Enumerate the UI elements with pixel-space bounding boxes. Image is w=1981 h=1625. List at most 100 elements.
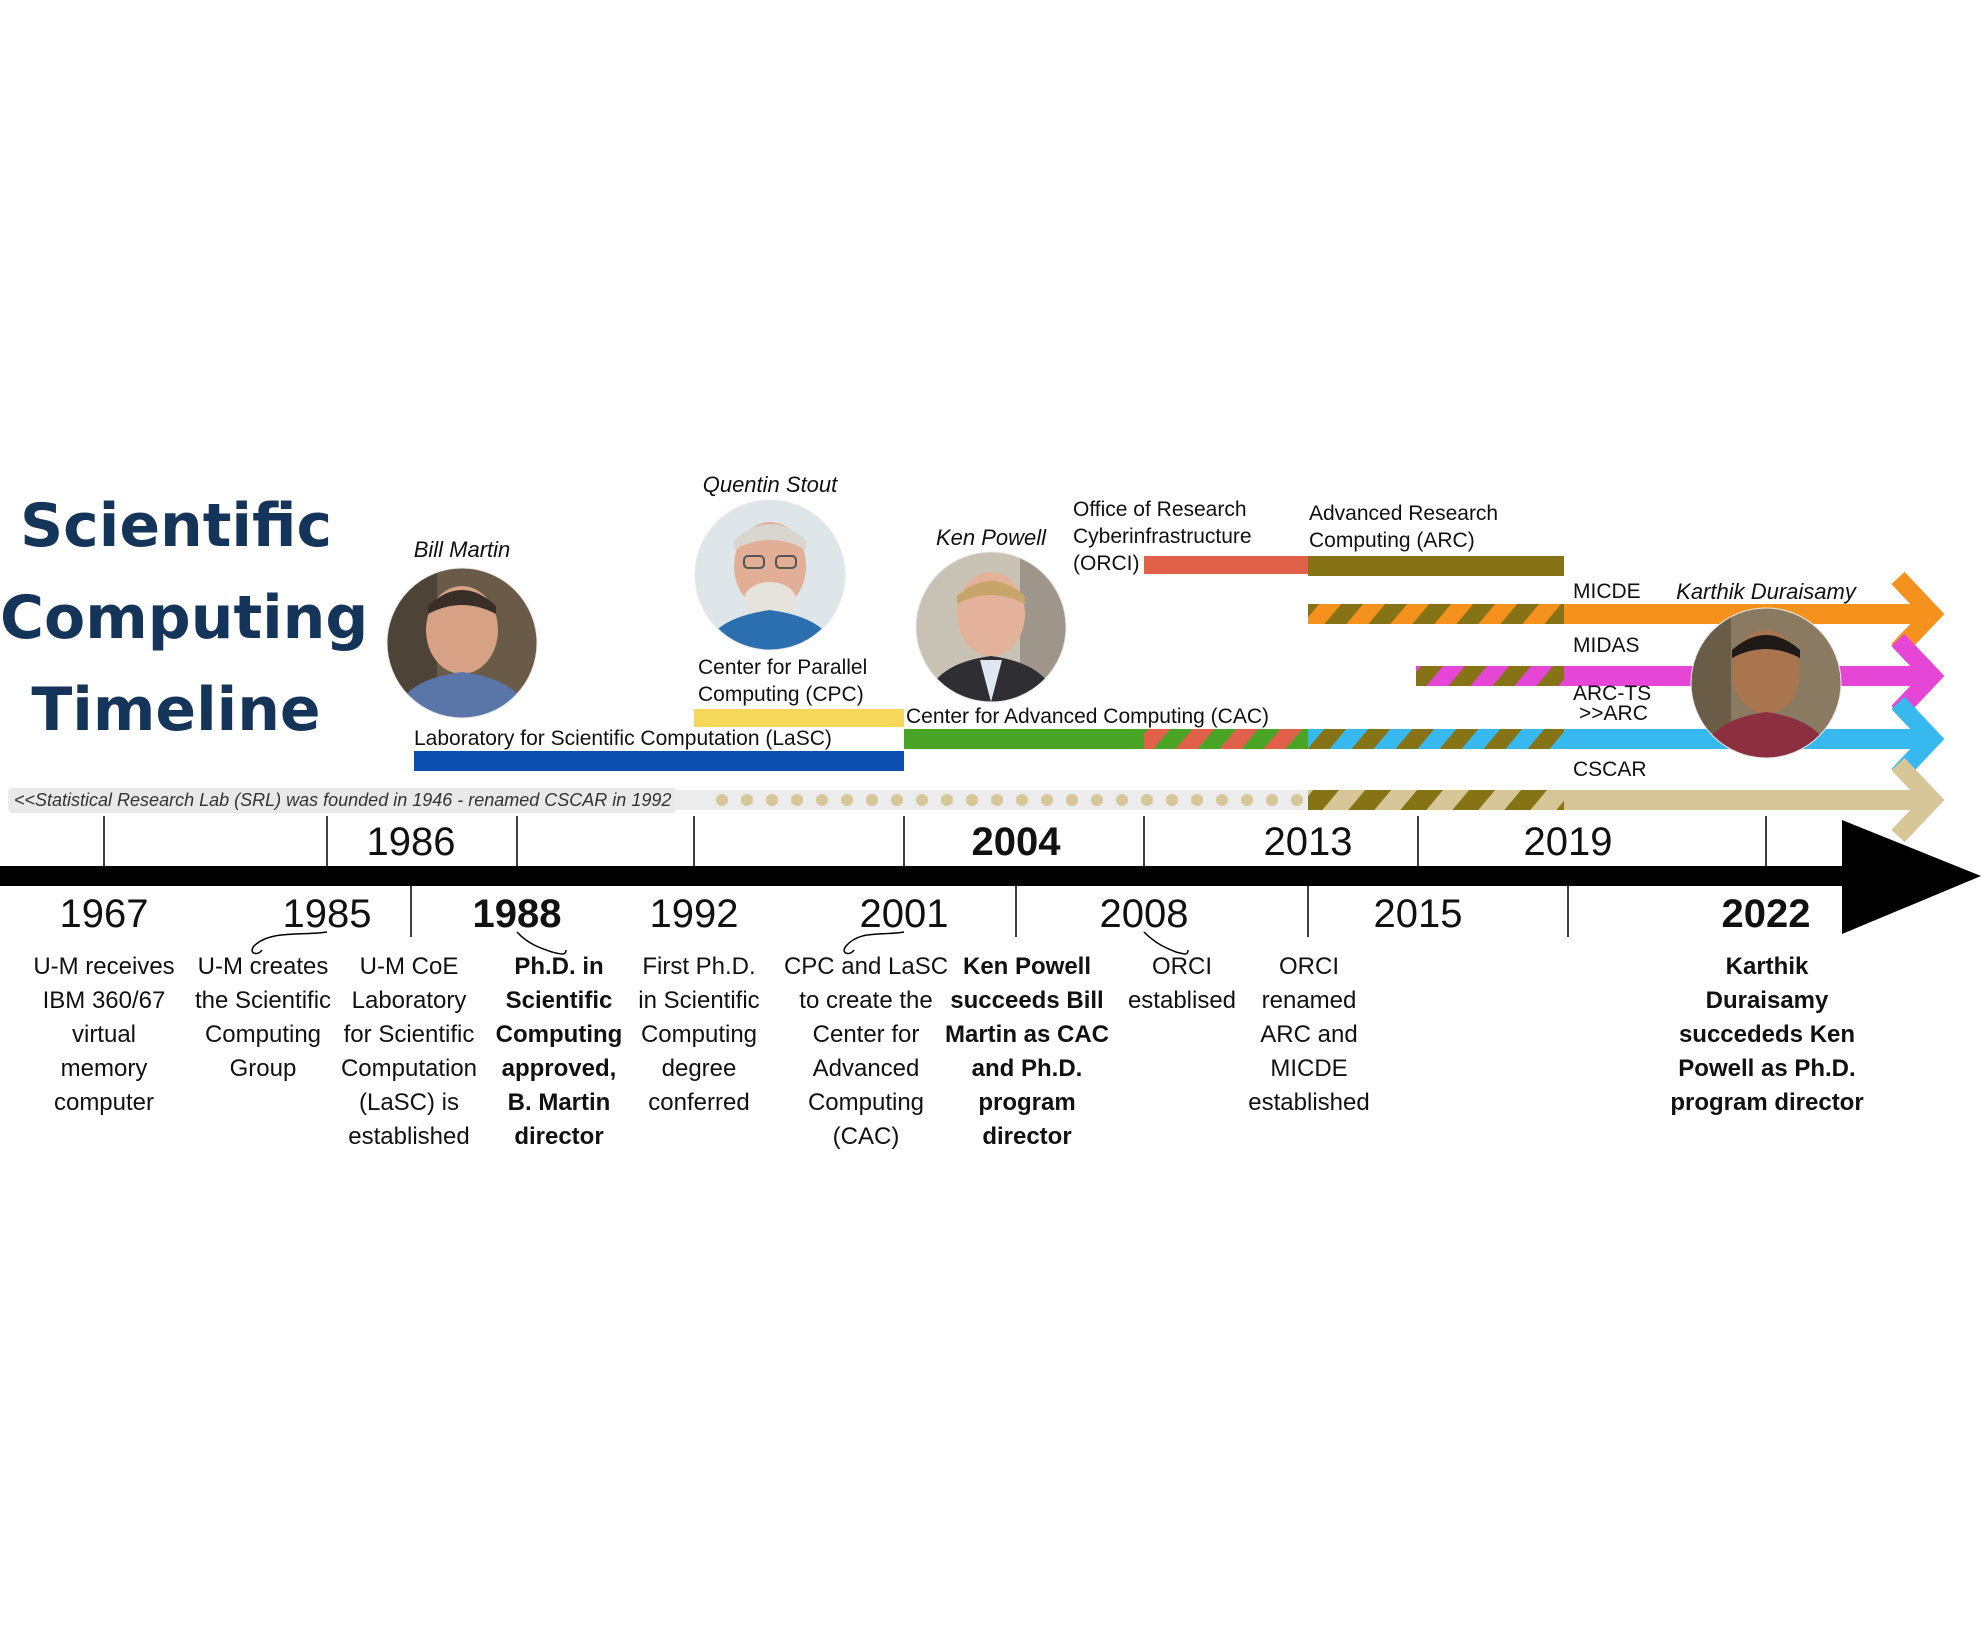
event-2004: Ken Powell succeeds Bill Martin as CAC a… bbox=[937, 950, 1117, 1154]
event-line: U-M receives bbox=[33, 953, 175, 980]
year-2004: 2004 bbox=[971, 820, 1061, 864]
cpc-bar bbox=[694, 709, 904, 727]
srl-dot bbox=[766, 794, 778, 806]
event-line: establised bbox=[1127, 987, 1237, 1014]
srl-dot bbox=[891, 794, 903, 806]
event-line: and Ph.D. bbox=[971, 1055, 1083, 1082]
arc-label-line-1: Advanced Research bbox=[1309, 502, 1499, 525]
event-line: Ken Powell bbox=[962, 953, 1092, 980]
title-line-1: Scientific bbox=[19, 491, 333, 561]
cpc-label-line-2: Computing (CPC) bbox=[698, 683, 864, 706]
arcts-label: ARC-TS >>ARC bbox=[1573, 682, 1652, 725]
cac-label: Center for Advanced Computing (CAC) bbox=[906, 705, 1269, 728]
arcts-striped-bar bbox=[1308, 729, 1564, 749]
event-line: memory bbox=[60, 1055, 148, 1082]
srl-dot bbox=[1291, 794, 1303, 806]
event-1986: U-M CoE Laboratory for Scientific Comput… bbox=[324, 950, 494, 1154]
title-line-3: Timeline bbox=[31, 675, 321, 745]
srl-dot bbox=[991, 794, 1003, 806]
year-2008: 2008 bbox=[1099, 892, 1189, 936]
event-line: ORCI bbox=[1152, 953, 1212, 980]
event-1967: U-M receives IBM 360/67 virtual memory c… bbox=[19, 950, 189, 1120]
event-line: Computation bbox=[340, 1055, 478, 1082]
srl-dot bbox=[816, 794, 828, 806]
event-1992: First Ph.D. in Scientific Computing degr… bbox=[614, 950, 784, 1120]
photo-bill-martin bbox=[387, 568, 537, 718]
year-2022: 2022 bbox=[1721, 892, 1811, 936]
orci-bar bbox=[1144, 556, 1308, 574]
event-line: Group bbox=[229, 1055, 297, 1082]
orci-label-line-2: Cyberinfrastructure bbox=[1073, 525, 1252, 548]
title-line-2: Computing bbox=[0, 583, 369, 653]
midas-label: MIDAS bbox=[1573, 634, 1640, 657]
event-line: virtual bbox=[71, 1021, 137, 1048]
year-2013: 2013 bbox=[1263, 820, 1353, 864]
event-line: (CAC) bbox=[832, 1123, 900, 1150]
event-line: established bbox=[1248, 1089, 1370, 1116]
srl-dot bbox=[741, 794, 753, 806]
event-line: conferred bbox=[648, 1089, 750, 1116]
event-line: ORCI bbox=[1279, 953, 1339, 980]
cpc-label-line-1: Center for Parallel bbox=[698, 656, 868, 679]
event-line: established bbox=[348, 1123, 470, 1150]
event-line: Laboratory bbox=[351, 987, 467, 1014]
cscar-bar bbox=[1564, 790, 1934, 810]
event-line: director bbox=[982, 1123, 1072, 1150]
arcts-label-line-2: >>ARC bbox=[1579, 702, 1648, 725]
cscar-striped-bar bbox=[1308, 790, 1564, 810]
srl-dot bbox=[1216, 794, 1228, 806]
srl-dot bbox=[866, 794, 878, 806]
event-line: approved, bbox=[501, 1055, 617, 1082]
orci-label-line-3: (ORCI) bbox=[1073, 552, 1140, 575]
midas-arrowhead bbox=[1891, 633, 1945, 719]
srl-dot bbox=[1266, 794, 1278, 806]
event-line: degree bbox=[661, 1055, 737, 1082]
person-name-karthik-duraisamy: Karthik Duraisamy bbox=[1676, 579, 1856, 604]
event-line: Scientific bbox=[505, 987, 613, 1014]
event-1985: U-M creates the Scientific Computing Gro… bbox=[178, 950, 348, 1086]
year-2019: 2019 bbox=[1523, 820, 1613, 864]
event-line: U-M creates bbox=[197, 953, 329, 980]
photo-quentin-stout bbox=[695, 500, 845, 650]
event-line: Karthik bbox=[1725, 953, 1809, 980]
arcts-label-line-1: ARC-TS bbox=[1573, 682, 1652, 705]
person-name-bill-martin: Bill Martin bbox=[413, 537, 511, 562]
axis-ticks bbox=[103, 816, 1767, 937]
year-2001: 2001 bbox=[859, 892, 949, 936]
lasc-bar bbox=[414, 751, 904, 771]
srl-dot bbox=[716, 794, 728, 806]
midas-striped-bar bbox=[1416, 666, 1564, 686]
event-line: the Scientific bbox=[194, 987, 332, 1014]
year-2015: 2015 bbox=[1373, 892, 1463, 936]
lasc-label: Laboratory for Scientific Computation (L… bbox=[414, 727, 832, 750]
event-1988: Ph.D. in Scientific Computing approved, … bbox=[474, 950, 644, 1154]
srl-dot bbox=[1141, 794, 1153, 806]
year-1992: 1992 bbox=[649, 892, 739, 936]
orci-label: Office of Research Cyberinfrastructure (… bbox=[1073, 496, 1252, 577]
micde-label: MICDE bbox=[1573, 580, 1641, 603]
event-line: Computing bbox=[807, 1089, 925, 1116]
year-1967: 1967 bbox=[59, 892, 149, 936]
event-line: B. Martin bbox=[507, 1089, 611, 1116]
event-line: for Scientific bbox=[343, 1021, 475, 1048]
srl-dot bbox=[966, 794, 978, 806]
srl-dot bbox=[841, 794, 853, 806]
srl-dot bbox=[1116, 794, 1128, 806]
event-line: renamed bbox=[1261, 987, 1357, 1014]
cscar-label: CSCAR bbox=[1573, 758, 1647, 781]
person-name-ken-powell: Ken Powell bbox=[935, 525, 1047, 550]
event-line: succededs Ken bbox=[1678, 1021, 1856, 1048]
srl-dot bbox=[1066, 794, 1078, 806]
event-2013: ORCI renamed ARC and MICDE established bbox=[1224, 950, 1394, 1120]
micde-arrowhead bbox=[1891, 571, 1945, 657]
event-2008: ORCI establised bbox=[1097, 950, 1267, 1018]
srl-dot bbox=[1191, 794, 1203, 806]
srl-dots bbox=[716, 794, 1303, 806]
event-line: succeeds Bill bbox=[950, 987, 1104, 1014]
main-axis-arrowhead bbox=[1842, 820, 1981, 934]
cac-bar bbox=[904, 729, 1144, 749]
event-2022: Karthik Duraisamy succededs Ken Powell a… bbox=[1657, 950, 1877, 1120]
event-line: CPC and LaSC bbox=[783, 953, 949, 980]
person-name-quentin-stout: Quentin Stout bbox=[702, 472, 838, 497]
cpc-label: Center for Parallel Computing (CPC) bbox=[698, 654, 867, 708]
